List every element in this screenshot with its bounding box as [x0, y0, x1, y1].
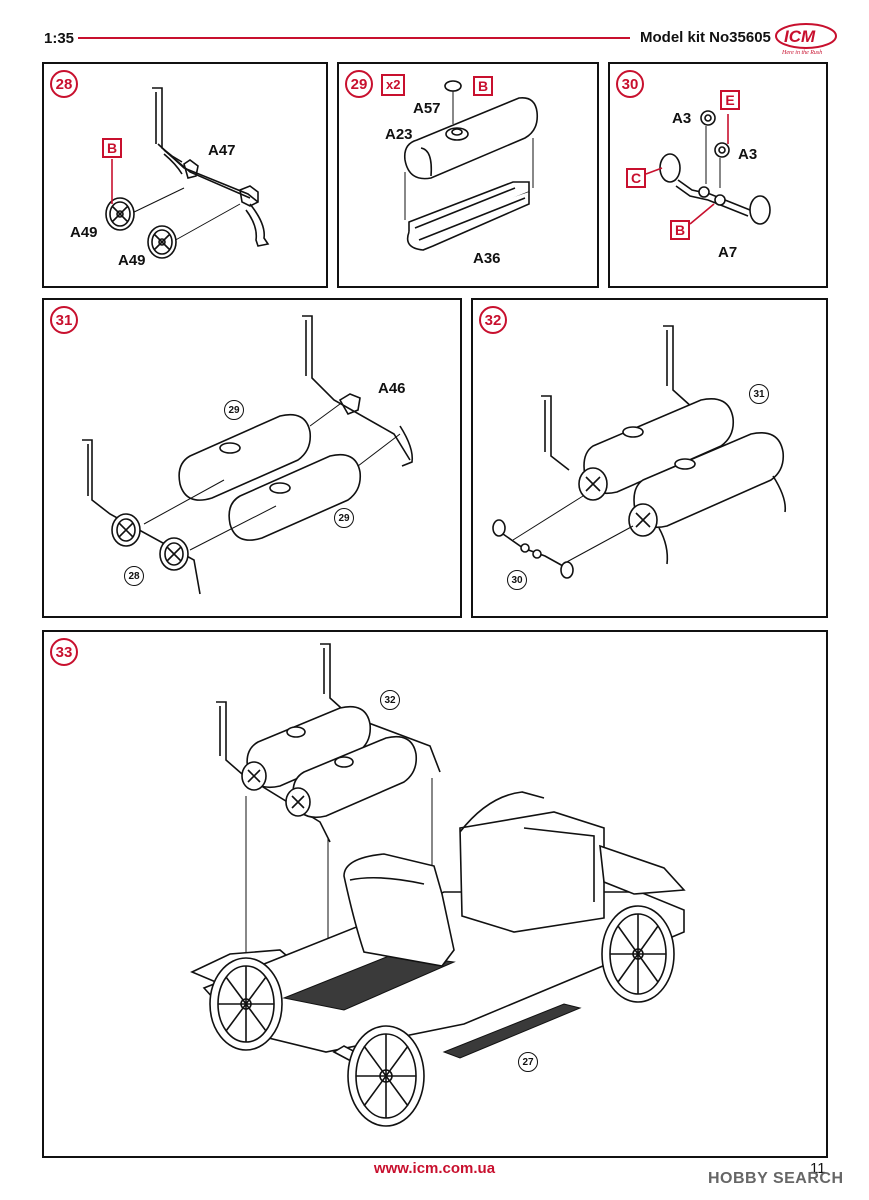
step-30-drawing: [645, 110, 771, 225]
step-29-panel: 29 x2 B A57 A23 A36: [337, 62, 599, 288]
step-33-panel: 33 32 27: [42, 630, 828, 1158]
kit-number: Model kit No35605: [640, 29, 771, 46]
step-ref-28: 28: [124, 566, 144, 586]
part-label-a49: A49: [70, 224, 98, 241]
step-30-panel: 30 E C B A3 A3 A7: [608, 62, 828, 288]
part-ref-box-b: B: [670, 220, 690, 240]
svg-text:Here in the Rush: Here in the Rush: [781, 50, 822, 56]
hobby-search-watermark: HOBBY SEARCH: [708, 1170, 844, 1187]
step-number: 28: [50, 70, 78, 98]
step-28-panel: 28 B A47 A49 A49: [42, 62, 328, 288]
part-label-a46: A46: [378, 380, 406, 397]
part-label-a3: A3: [672, 110, 692, 127]
part-label-a47: A47: [208, 142, 236, 159]
part-label-a36: A36: [473, 250, 501, 267]
page-number: 11: [810, 1160, 826, 1177]
step-number: 33: [50, 638, 78, 666]
step-28-drawing: [105, 87, 270, 259]
step-33-drawing: [190, 643, 686, 1127]
part-label-a23: A23: [385, 126, 413, 143]
quantity-multiplier: x2: [381, 74, 406, 96]
step-number: 32: [479, 306, 507, 334]
step-29-drawing: [403, 80, 539, 251]
step-31-panel: 31 A46 29 29 28: [42, 298, 462, 618]
part-label-a49: A49: [118, 252, 146, 269]
step-number: 30: [616, 70, 644, 98]
part-ref-box-b: B: [473, 76, 493, 96]
part-ref-box-b: B: [102, 138, 122, 158]
header-rule: [78, 37, 630, 39]
step-ref-30: 30: [507, 570, 527, 590]
step-ref-29: 29: [334, 508, 354, 528]
step-32-drawing: [492, 325, 787, 579]
part-ref-box-e: E: [720, 90, 740, 110]
step-31-drawing: [82, 315, 414, 595]
part-label-a57: A57: [413, 100, 441, 117]
part-ref-box-c: C: [626, 168, 646, 188]
scale-label: 1:35: [44, 30, 75, 47]
step-ref-27: 27: [518, 1052, 538, 1072]
part-label-a7: A7: [718, 244, 738, 261]
icm-logo: ICM Here in the Rush: [768, 20, 838, 58]
svg-text:ICM: ICM: [784, 27, 816, 46]
step-ref-32: 32: [380, 690, 400, 710]
step-number: 29: [345, 70, 373, 98]
step-ref-31: 31: [749, 384, 769, 404]
step-ref-29: 29: [224, 400, 244, 420]
step-number: 31: [50, 306, 78, 334]
website-url: www.icm.com.ua: [373, 1160, 496, 1177]
part-label-a3: A3: [738, 146, 758, 163]
step-32-panel: 32 31 30: [471, 298, 828, 618]
